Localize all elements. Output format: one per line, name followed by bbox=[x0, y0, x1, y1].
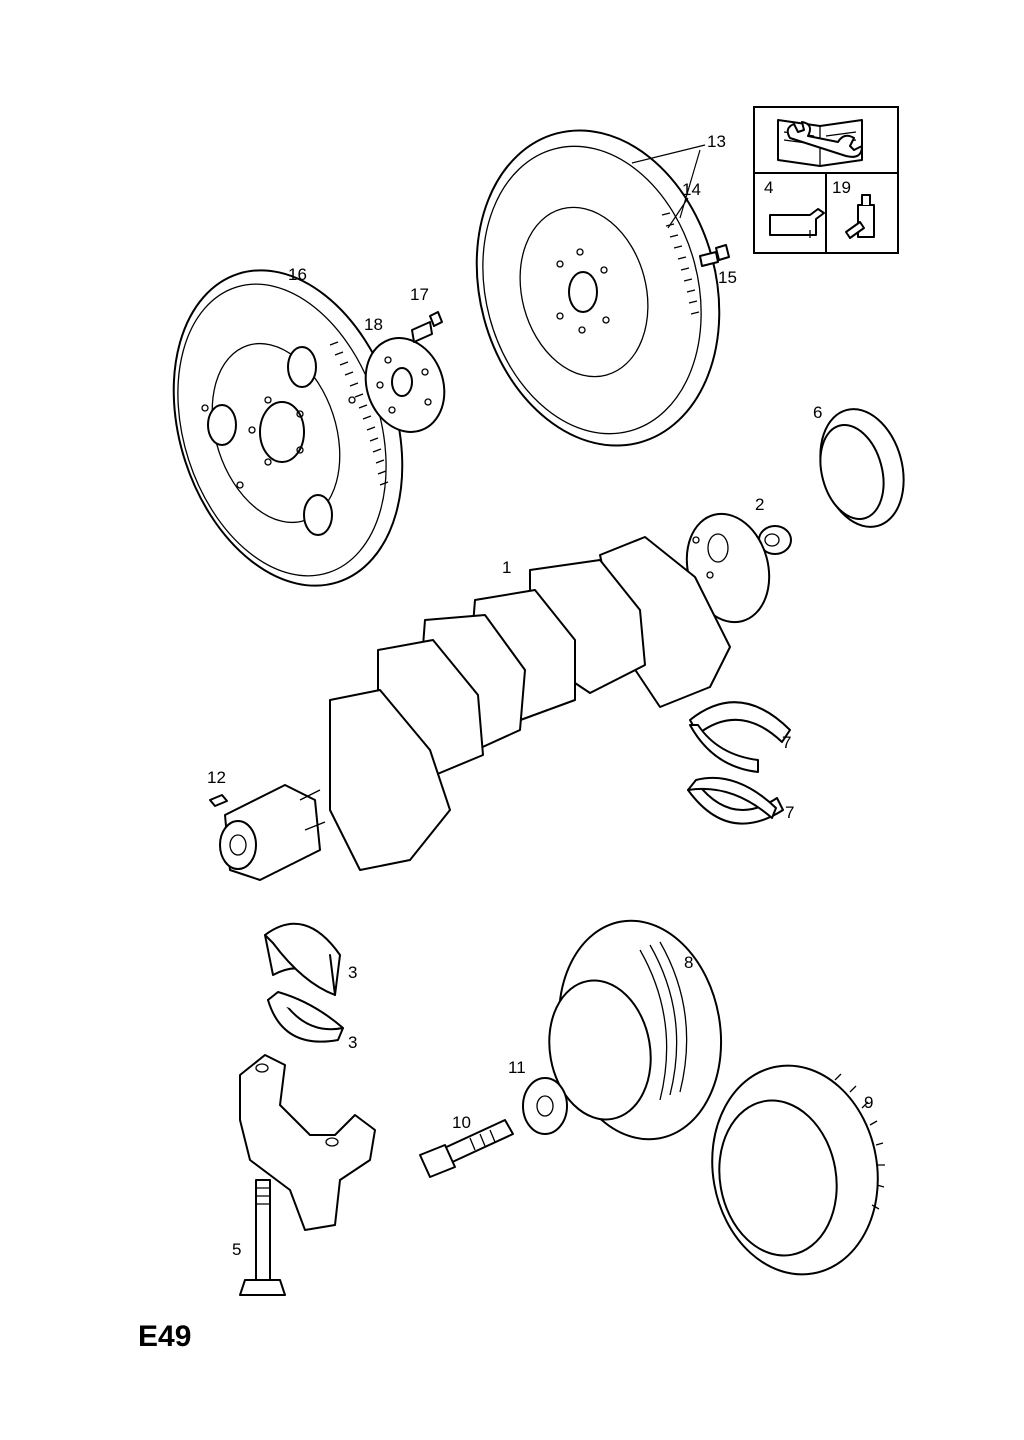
leader-lines bbox=[631, 144, 706, 229]
legend-number-19: 19 bbox=[832, 178, 851, 197]
callout-15: 15 bbox=[718, 268, 737, 287]
callout-3b: 3 bbox=[348, 1033, 357, 1052]
callout-14: 14 bbox=[682, 180, 701, 199]
callout-7b: 7 bbox=[785, 803, 794, 822]
callout-16: 16 bbox=[288, 265, 307, 284]
callout-11: 11 bbox=[508, 1058, 526, 1077]
bolt-10 bbox=[419, 1119, 514, 1178]
callout-7a: 7 bbox=[782, 733, 791, 752]
woodruff-key-12 bbox=[209, 794, 228, 807]
callout-10: 10 bbox=[452, 1113, 471, 1132]
flywheel-13 bbox=[475, 129, 721, 447]
legend-box: 4 19 bbox=[753, 106, 899, 254]
callout-13: 13 bbox=[707, 132, 726, 151]
reinforcement-plate-18 bbox=[364, 337, 446, 433]
callout-9: 9 bbox=[864, 1093, 873, 1112]
sealant-tube-icon bbox=[845, 194, 875, 239]
crankshaft-1 bbox=[219, 512, 771, 881]
flexplate-16 bbox=[172, 269, 404, 587]
callout-8: 8 bbox=[684, 953, 693, 972]
legend-number-4: 4 bbox=[764, 178, 773, 197]
callout-2: 2 bbox=[755, 495, 764, 514]
pulley-8 bbox=[548, 919, 723, 1141]
page-code: E49 bbox=[138, 1320, 191, 1353]
bearing-cap bbox=[239, 1054, 376, 1231]
callout-12: 12 bbox=[207, 768, 226, 787]
callout-6: 6 bbox=[813, 403, 822, 422]
bearing-shells-7 bbox=[687, 701, 791, 825]
callout-5: 5 bbox=[232, 1240, 241, 1259]
callout-17: 17 bbox=[410, 285, 429, 304]
oil-can-icon bbox=[769, 208, 825, 238]
damper-pulley-9 bbox=[711, 1064, 885, 1276]
manual-wrench-icon bbox=[777, 119, 863, 167]
oil-seal-6 bbox=[819, 408, 905, 528]
washer-11 bbox=[522, 1077, 568, 1135]
callout-1: 1 bbox=[502, 558, 511, 577]
bush-2 bbox=[758, 525, 792, 555]
callout-3a: 3 bbox=[348, 963, 357, 982]
callout-18: 18 bbox=[364, 315, 383, 334]
bolt-15 bbox=[699, 244, 730, 267]
conrod-bearing-shells-3 bbox=[264, 922, 344, 1043]
bolt-17 bbox=[411, 311, 443, 343]
bolt-5 bbox=[239, 1179, 286, 1296]
